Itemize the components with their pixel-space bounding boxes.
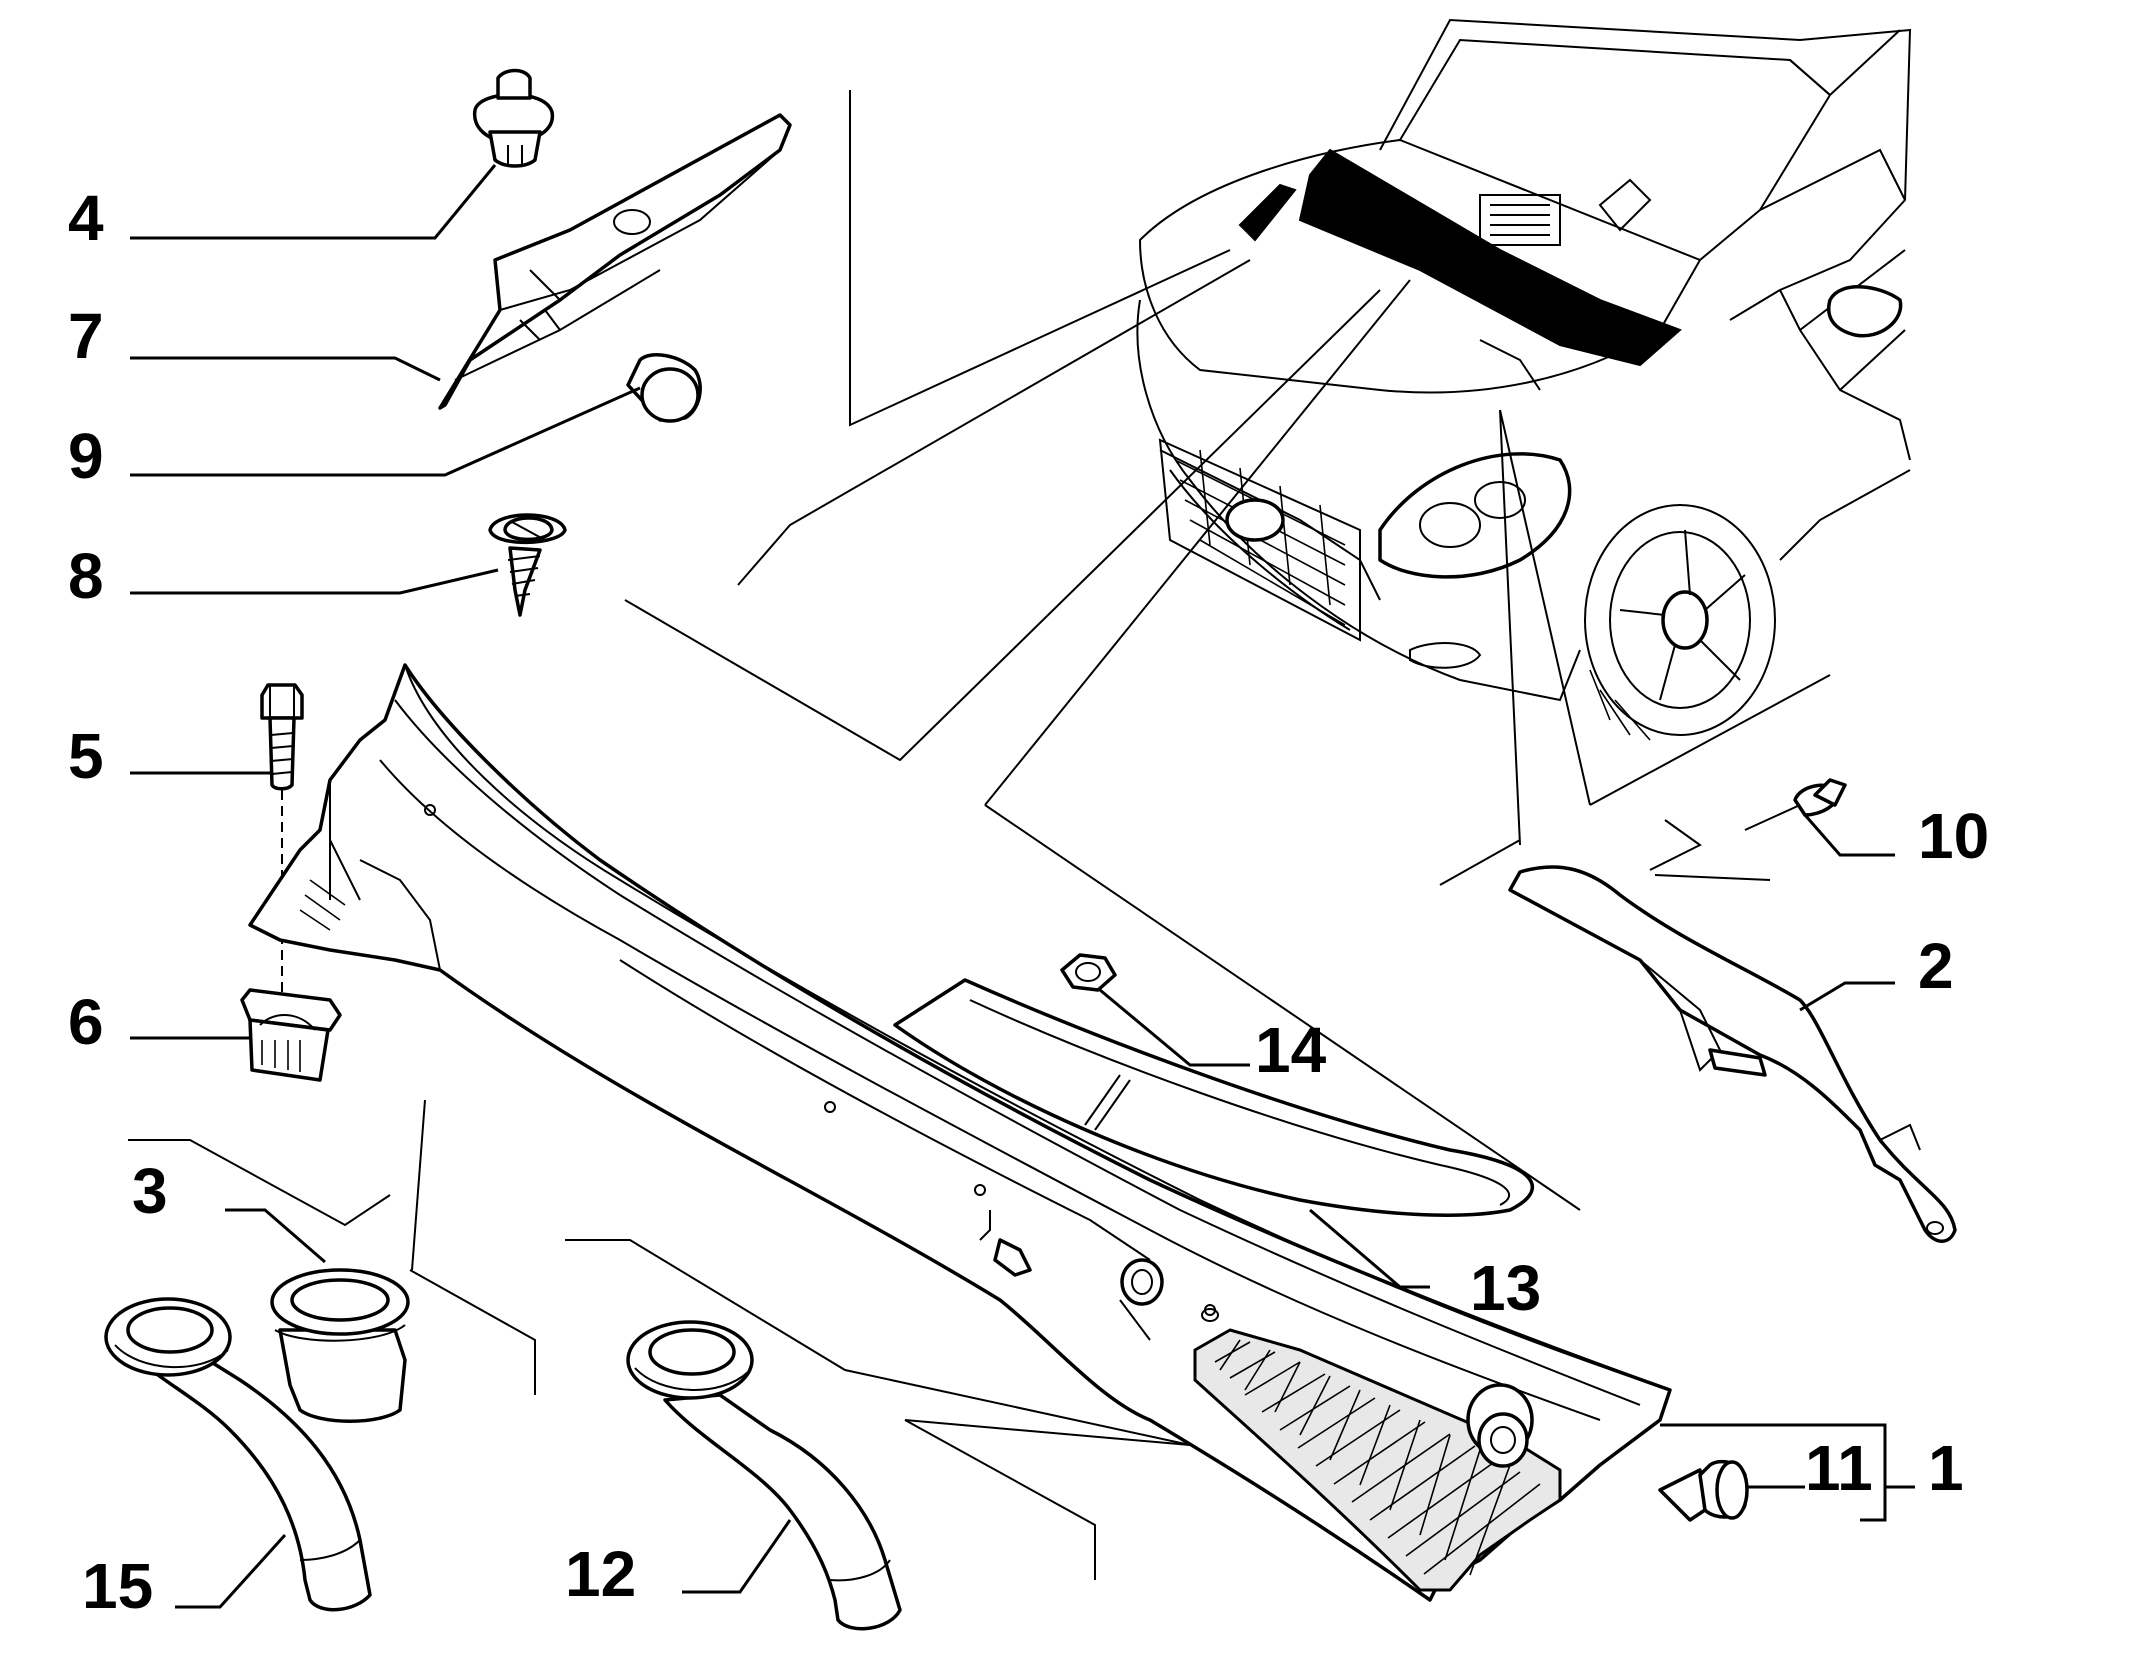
car-illustration [1136, 18, 1912, 741]
callout-13: 13 [1470, 1252, 1541, 1324]
callout-15: 15 [82, 1550, 153, 1622]
callout-11: 11 [1805, 1432, 1873, 1504]
part-2-side-trim [1508, 865, 1957, 1243]
part-8-screw [488, 513, 567, 617]
callout-14: 14 [1255, 1014, 1327, 1086]
callout-6: 6 [68, 986, 104, 1058]
part-15-drain-hose [104, 1297, 372, 1612]
callout-12: 12 [565, 1538, 636, 1610]
vent-hatching [1214, 1339, 1541, 1576]
callout-3: 3 [132, 1155, 168, 1227]
part-1-cowl-panel [248, 663, 1672, 1602]
part-14-nut [1060, 953, 1117, 992]
part-6-clip-nut [240, 988, 342, 1082]
callout-2: 2 [1918, 930, 1954, 1002]
part-11-push-rivet [1658, 1459, 1749, 1522]
front-wheel [1584, 504, 1776, 741]
callout-leaders [130, 164, 1915, 1609]
callout-7: 7 [68, 300, 104, 372]
part-3-grommet [270, 1268, 410, 1423]
part-5-bolt [260, 683, 304, 1000]
callout-9: 9 [68, 420, 104, 492]
part-7-side-trim [438, 113, 792, 410]
part-9-plug-cap [626, 353, 702, 423]
part-13-rubber-strip [893, 978, 1535, 1217]
callout-10: 10 [1918, 800, 1989, 872]
part-12-drain-hose [626, 1320, 902, 1631]
part-4-push-clip [472, 68, 555, 168]
callout-1: 1 [1928, 1432, 1964, 1504]
callout-5: 5 [68, 720, 104, 792]
callout-labels: 4 7 9 8 5 6 3 15 12 14 13 10 2 11 1 [68, 182, 1989, 1622]
callout-8: 8 [68, 540, 104, 612]
guide-lines [128, 90, 1831, 1580]
callout-4: 4 [68, 182, 104, 254]
part-10-rivet [1744, 778, 1847, 831]
